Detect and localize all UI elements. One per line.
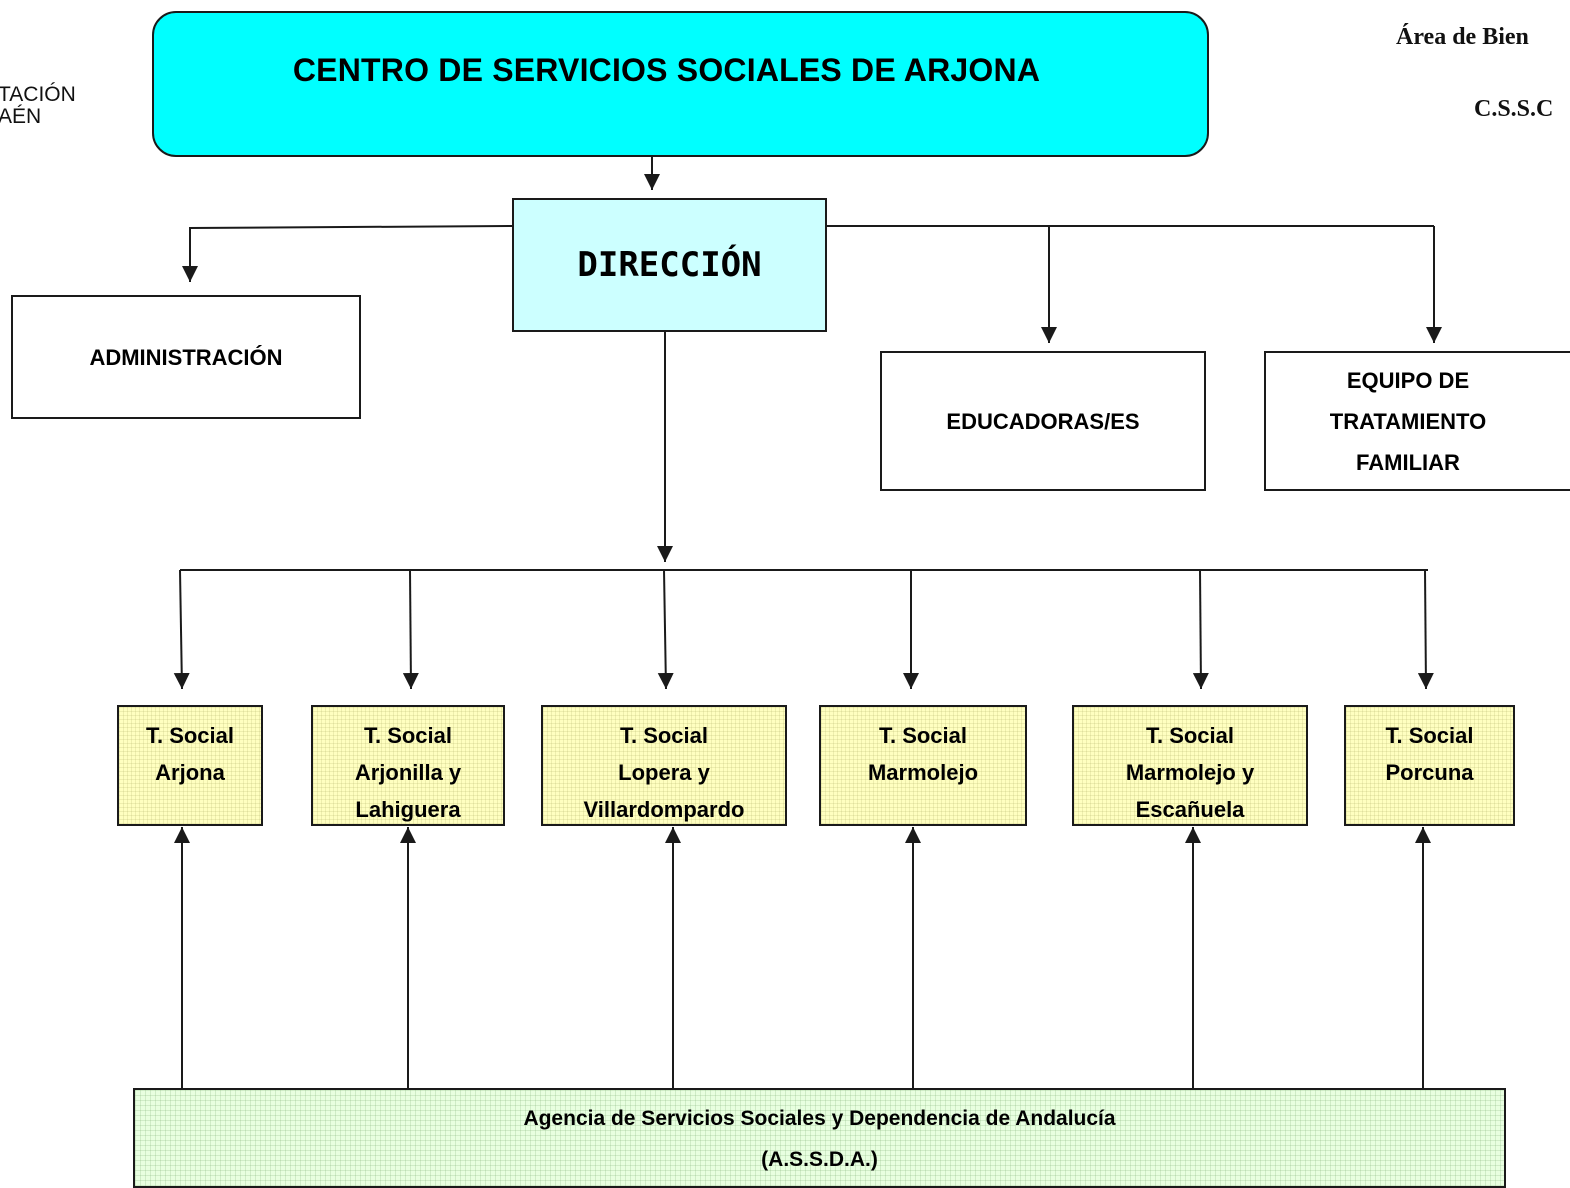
equipo-tratamiento-box: EQUIPO DE TRATAMIENTO FAMILIAR xyxy=(1264,351,1570,491)
ts-line: Porcuna xyxy=(1385,760,1474,785)
educadoras-box: EDUCADORAS/ES xyxy=(880,351,1206,491)
arrow-to-ts-lopera xyxy=(657,569,674,690)
ts-lopera-box: T. Social Lopera y Villardompardo xyxy=(541,705,787,826)
ts-line: Marmolejo xyxy=(867,760,979,785)
ts-arjonilla-box: T. Social Arjonilla y Lahiguera xyxy=(311,705,505,826)
equipo-line: EQUIPO DE xyxy=(1346,367,1470,393)
arrow-direccion-to-administracion xyxy=(182,225,513,282)
logo-line-1: TACIÓN xyxy=(0,83,76,106)
administracion-label: ADMINISTRACIÓN xyxy=(89,344,283,370)
arrow-to-ts-porcuna xyxy=(1417,569,1434,690)
administracion-box: ADMINISTRACIÓN xyxy=(11,295,361,419)
equipo-line: FAMILIAR xyxy=(1356,449,1460,475)
logo-text: TACIÓN AÉN xyxy=(0,84,76,128)
logo-line-2: AÉN xyxy=(0,105,42,128)
direccion-label: DIRECCIÓN xyxy=(577,245,762,285)
ts-line: Marmolejo y xyxy=(1125,760,1255,785)
ts-line: T. Social xyxy=(1145,723,1235,748)
center-title-box: CENTRO DE SERVICIOS SOCIALES DE ARJONA xyxy=(152,11,1209,157)
arrow-to-ts-marmolejo-escanuela xyxy=(1192,569,1209,690)
ts-line: Lahiguera xyxy=(355,797,461,822)
ts-line: T. Social xyxy=(1385,723,1474,748)
arrow-to-ts-arjonilla xyxy=(402,569,419,690)
ts-line: Arjonilla y xyxy=(354,760,462,785)
assda-box: Agencia de Servicios Sociales y Dependen… xyxy=(133,1088,1506,1188)
direccion-box: DIRECCIÓN xyxy=(512,198,827,332)
header-area-text: Área de Bien xyxy=(1396,24,1529,50)
assda-acronym: (A.S.S.D.A.) xyxy=(761,1148,878,1171)
ts-line: T. Social xyxy=(363,723,453,748)
header-cssc-text: C.S.S.C xyxy=(1474,96,1554,122)
ts-arjona-box: T. Social Arjona xyxy=(117,705,263,826)
educadoras-label: EDUCADORAS/ES xyxy=(946,408,1140,434)
equipo-line: TRATAMIENTO xyxy=(1329,408,1487,434)
ts-line: Villardompardo xyxy=(583,797,745,822)
ts-marmolejo-box: T. Social Marmolejo xyxy=(819,705,1027,826)
center-title: CENTRO DE SERVICIOS SOCIALES DE ARJONA xyxy=(292,51,1041,88)
ts-porcuna-box: T. Social Porcuna xyxy=(1344,705,1515,826)
ts-line: T. Social xyxy=(878,723,968,748)
arrow-to-ts-arjona xyxy=(173,569,190,690)
ts-line: T. Social xyxy=(145,723,235,748)
ts-line: Arjona xyxy=(155,760,225,785)
ts-line: Lopera y xyxy=(618,760,710,785)
ts-marmolejo-escanuela-box: T. Social Marmolejo y Escañuela xyxy=(1072,705,1308,826)
assda-name: Agencia de Servicios Sociales y Dependen… xyxy=(523,1107,1116,1130)
ts-line: T. Social xyxy=(619,723,709,748)
ts-line: Escañuela xyxy=(1135,797,1245,822)
